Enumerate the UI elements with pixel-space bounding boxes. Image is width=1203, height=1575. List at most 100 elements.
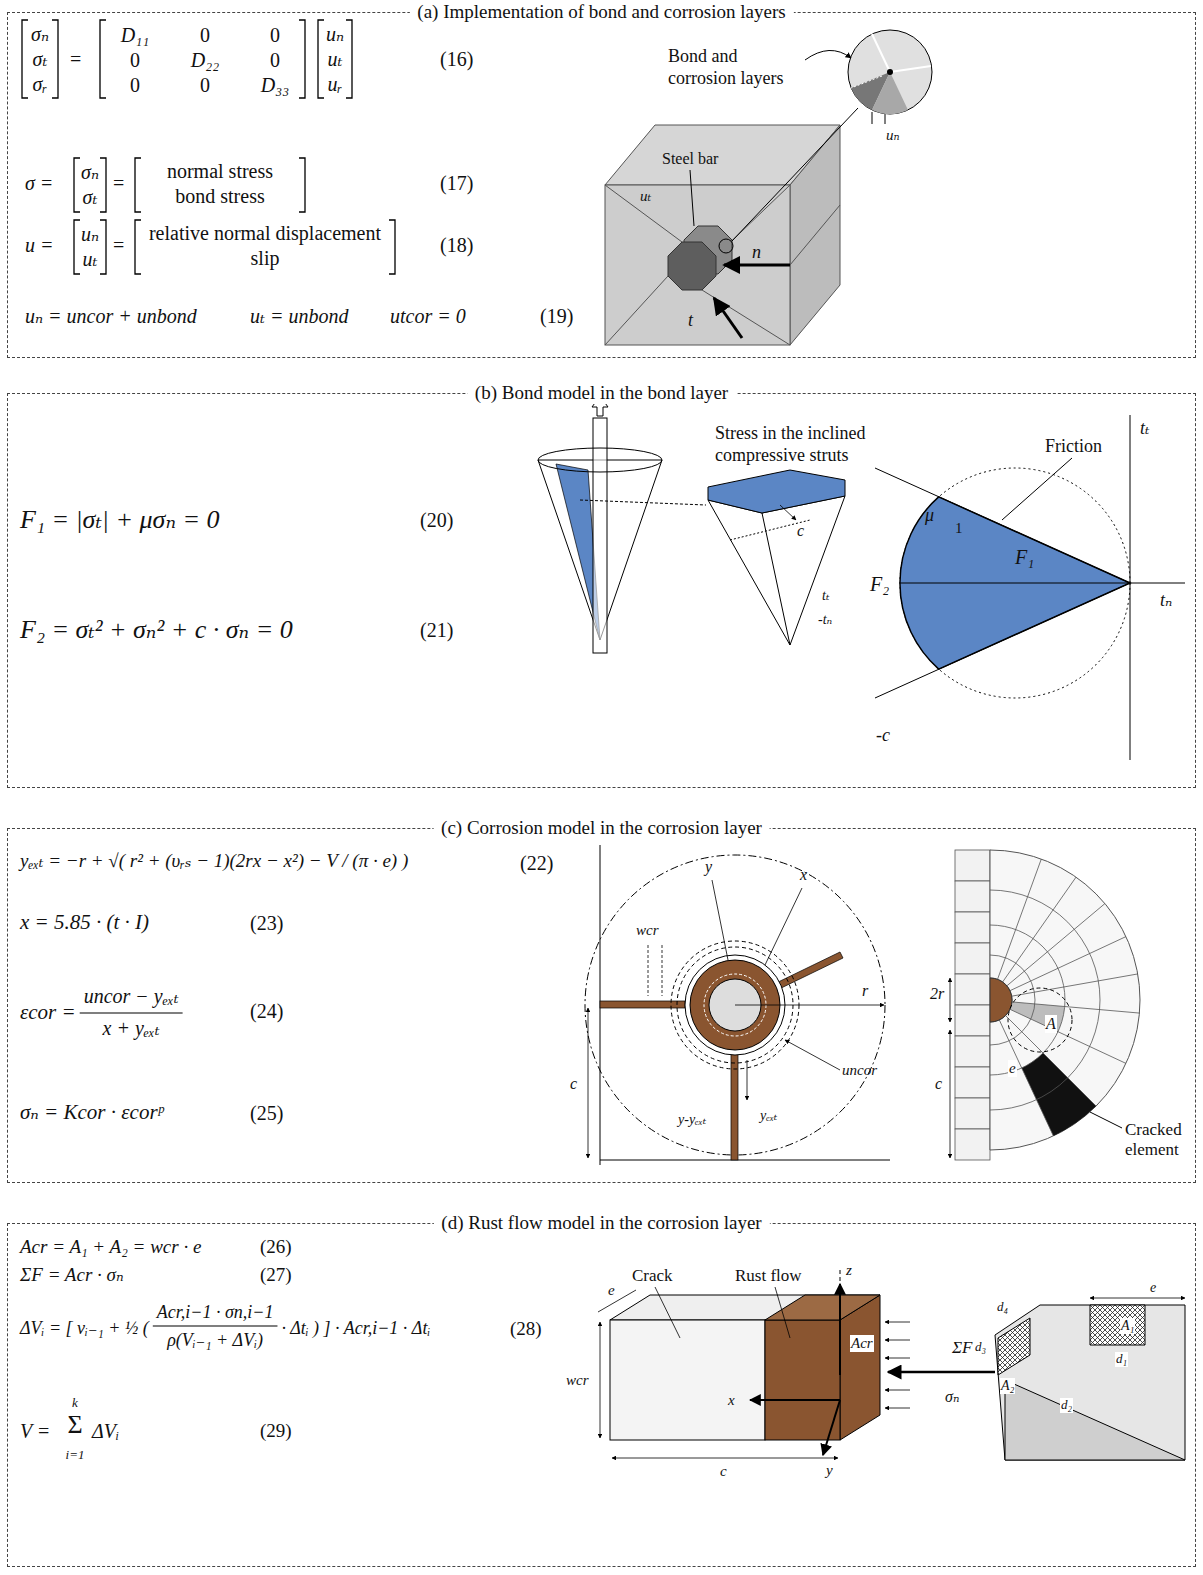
magnified-layers xyxy=(885,114,886,124)
formula-text: μ xyxy=(925,505,934,526)
matrix-bracket xyxy=(100,20,106,98)
dashed-panel: (d) Rust flow model in the corrosion lay… xyxy=(7,1223,1196,1567)
cross-section xyxy=(772,952,843,991)
formula-text: uₜ = unbond xyxy=(250,305,348,328)
matrix-bracket xyxy=(52,20,58,98)
formula-text: (16) xyxy=(440,48,473,71)
bond-cone xyxy=(538,448,662,472)
yield-surface xyxy=(875,468,1130,583)
rust-wedge xyxy=(995,1298,1185,1460)
crack-prism xyxy=(823,1400,840,1455)
figure-label: wcr xyxy=(636,922,659,939)
formula-text: σ = xyxy=(25,172,53,195)
matrix-bracket xyxy=(74,158,80,212)
matrix-bracket xyxy=(135,220,141,274)
finite-element-mesh xyxy=(950,978,951,1022)
formula-text: F₂ = σₜ² + σₙ² + c · σₙ = 0 xyxy=(20,615,293,645)
figure-label: x xyxy=(800,866,807,884)
formula-text: = xyxy=(70,48,81,71)
dashed-panel: (b) Bond model in the bond layer xyxy=(7,393,1196,788)
formula-text: 0 xyxy=(270,24,280,47)
figure-label: 1 xyxy=(955,520,963,537)
figure-label: i=1 xyxy=(66,1448,85,1463)
cross-section xyxy=(600,1001,685,1008)
formula-text: relative normal displacement xyxy=(149,222,381,245)
formula-text: ΔVᵢ xyxy=(92,1420,119,1443)
crack-prism xyxy=(655,1287,680,1338)
crack-prism xyxy=(598,1290,636,1312)
matrix-bracket xyxy=(389,220,395,274)
magnified-layers xyxy=(724,264,790,267)
yield-surface xyxy=(1130,415,1131,760)
matrix-bracket xyxy=(318,20,324,98)
figure-label: y xyxy=(826,1462,833,1479)
formula-text: (17) xyxy=(440,172,473,195)
formula-text: 0 xyxy=(200,24,210,47)
formula-text: (28) xyxy=(510,1318,542,1340)
crack-prism xyxy=(765,1295,880,1320)
strut-piece xyxy=(708,470,845,513)
formula-text: V = xyxy=(20,1420,50,1443)
bond-cone xyxy=(593,418,607,653)
figure-label: e xyxy=(1008,1060,1017,1077)
finite-element-mesh xyxy=(955,1005,990,1036)
concrete-block xyxy=(702,290,790,345)
figure-label: yₑₓₜ xyxy=(760,1108,777,1124)
formula-text: εcor = xyxy=(20,1000,76,1024)
formula-text: 0 xyxy=(270,49,280,72)
formula-text: x = 5.85 · (t · I) xyxy=(20,910,149,934)
bond-cone xyxy=(538,396,706,653)
magnified-layers xyxy=(690,170,694,226)
formula-text: slip xyxy=(251,247,280,270)
finite-element-mesh xyxy=(950,1030,951,1158)
formula-text: 0 xyxy=(200,74,210,97)
magnified-layers xyxy=(851,76,882,88)
figure-label: d₂ xyxy=(1060,1398,1073,1413)
cross-section xyxy=(731,1048,738,1160)
figure-label: ΣF xyxy=(952,1338,973,1358)
figure-label: A₂ xyxy=(1000,1378,1015,1394)
dashed-panel: (c) Corrosion model in the corrosion lay… xyxy=(7,828,1196,1183)
crack-prism xyxy=(612,1458,838,1459)
rust-wedge xyxy=(998,1318,1030,1375)
finite-element-mesh xyxy=(999,1020,1053,1136)
crack-prism xyxy=(839,1284,841,1375)
formula-text: ΔVᵢ = [ vᵢ₋₁ + ½ ( xyxy=(20,1318,149,1339)
figure-label: A xyxy=(1045,1015,1057,1033)
formula-text: = xyxy=(113,234,124,257)
formula-text: bond stress xyxy=(175,185,264,208)
formula-text: D₃₃ xyxy=(261,74,289,97)
formula-text: (26) xyxy=(260,1236,292,1258)
concrete-block xyxy=(790,205,840,265)
formula-text: σₙ = Kcor · εcorᵖ xyxy=(20,1100,164,1124)
figure-label: y-yₑₓₜ xyxy=(678,1112,706,1128)
crack-prism xyxy=(885,1358,910,1359)
matrix-bracket xyxy=(22,20,28,98)
figure-label: c xyxy=(720,1463,727,1480)
formula-text: yₑₓₜ = −r + √( r² + (υᵣₛ − 1)(2rx − x²) … xyxy=(20,850,408,872)
formula-text: (25) xyxy=(250,1102,283,1125)
figure-label: uₜ xyxy=(640,188,651,205)
figure-label: c xyxy=(935,1075,942,1093)
figure-label: c xyxy=(797,522,804,540)
formula-text: Friction xyxy=(1045,436,1102,457)
formula-text: 0 xyxy=(130,74,140,97)
yield-surface xyxy=(1002,458,1072,520)
figure-label: Acr xyxy=(850,1335,874,1352)
figure-label: r xyxy=(862,982,868,1000)
panel-heading: (c) Corrosion model in the corrosion lay… xyxy=(433,817,770,839)
finite-element-mesh xyxy=(955,1098,990,1129)
magnified-layers xyxy=(714,298,742,338)
finite-element-mesh xyxy=(955,1036,990,1067)
rust-wedge xyxy=(995,1305,1185,1460)
formula-text: Stress in the inclined compressive strut… xyxy=(715,423,900,466)
concrete-block xyxy=(605,185,682,242)
formula-text: u = xyxy=(25,234,54,257)
formula-text: σₙ σₜ xyxy=(75,160,105,210)
matrix-bracket xyxy=(74,220,80,274)
cross-section xyxy=(747,1060,748,1100)
cross-section xyxy=(648,945,649,996)
formula-text: 0 xyxy=(130,49,140,72)
formula-text: D₂₂ xyxy=(191,49,219,72)
strut-piece xyxy=(708,496,845,645)
